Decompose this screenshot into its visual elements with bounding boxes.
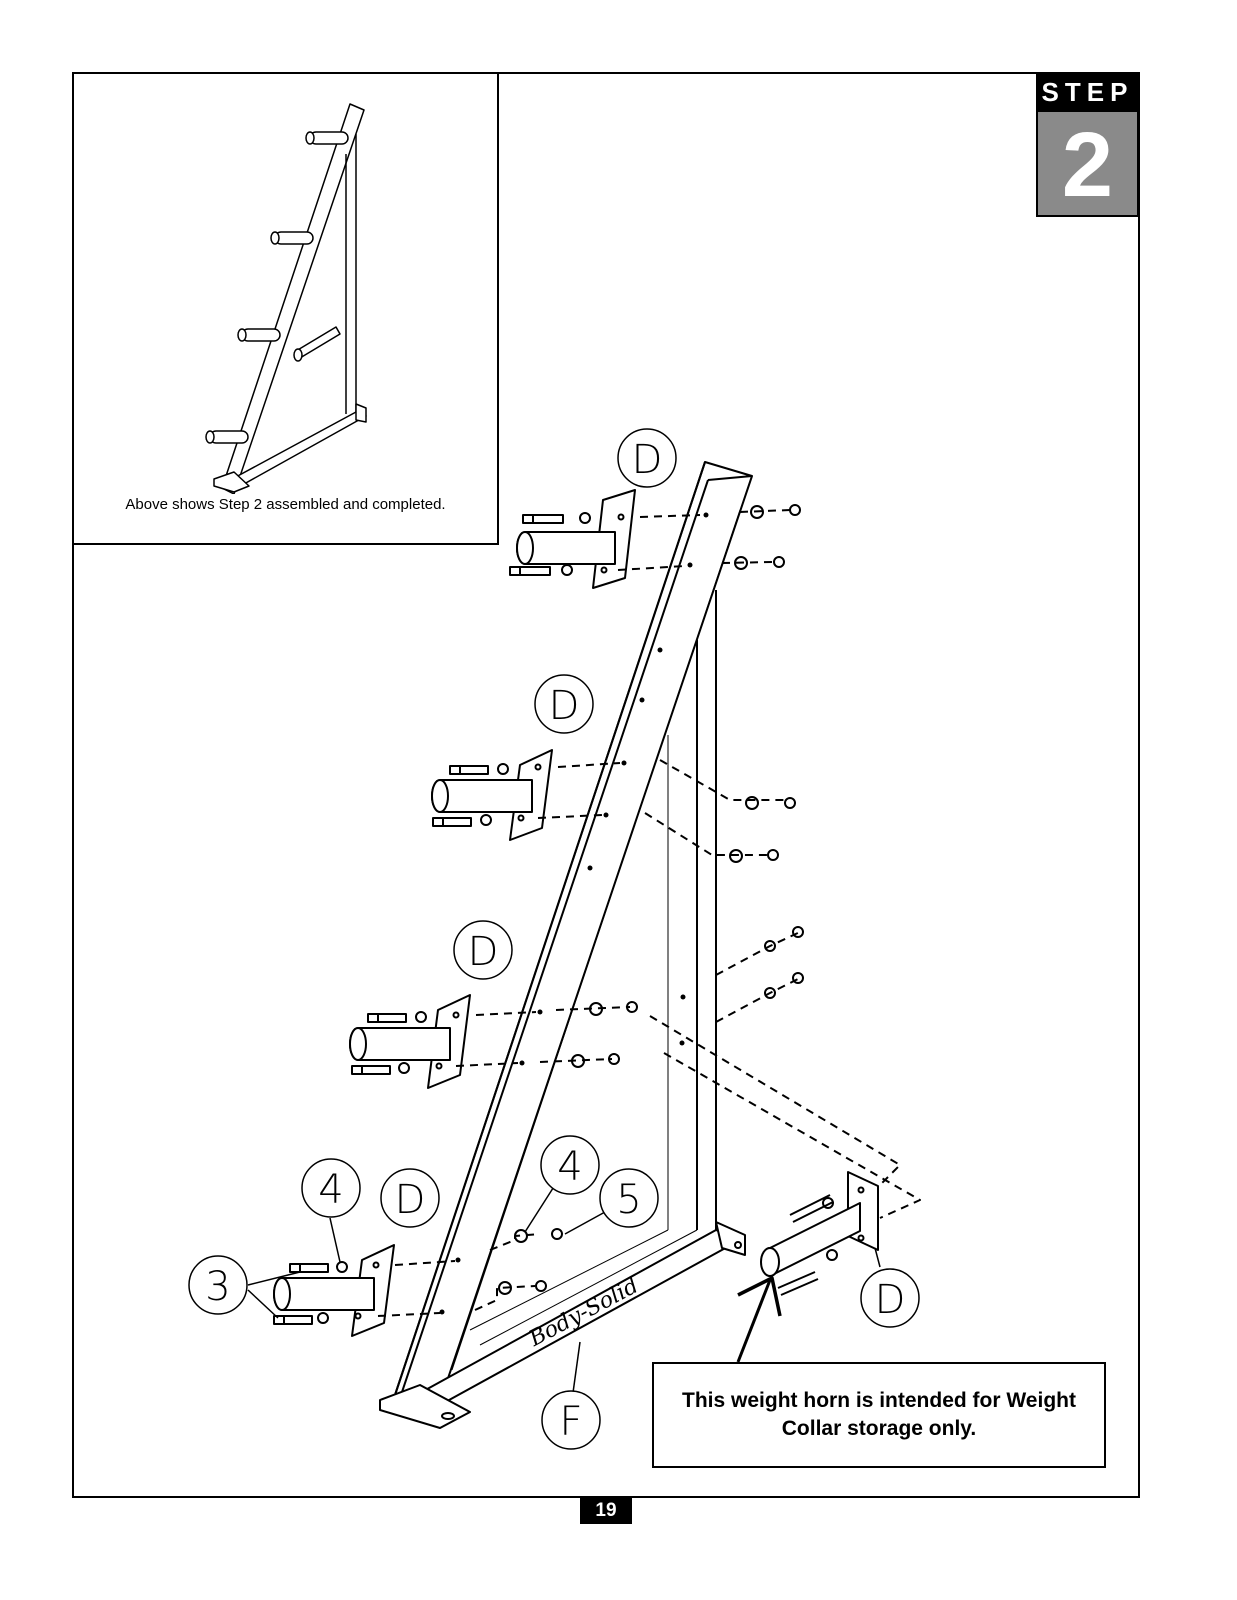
svg-text:Body-Solid: Body-Solid [524, 1273, 642, 1352]
step-number: 2 [1036, 110, 1139, 217]
horn-lower-mid [349, 994, 638, 1089]
leader-lines [247, 1184, 881, 1401]
collar-storage-note: This weight horn is intended for Weight … [652, 1362, 1106, 1468]
callout-frame: F [559, 1399, 582, 1445]
callout-nut: 5 [616, 1177, 641, 1223]
completed-assembly-drawing [205, 103, 367, 494]
page-number: 19 [580, 1497, 632, 1524]
inset-caption: Above shows Step 2 assembled and complet… [125, 496, 446, 513]
rear-frame [469, 590, 717, 1346]
callout-bolt: 3 [205, 1264, 230, 1310]
completed-assembly-inset: Above shows Step 2 assembled and complet… [72, 72, 499, 545]
step-label: STEP [1036, 74, 1139, 110]
collar-horn [649, 926, 921, 1296]
callout-horn-upper-mid: D [549, 683, 580, 729]
horn-bottom [273, 1228, 563, 1337]
callout-horn-top: D [632, 437, 663, 483]
note-arrow [736, 1276, 782, 1363]
note-text: This weight horn is intended for Weight … [682, 1389, 1076, 1440]
callout-horn-lower-mid: D [468, 929, 499, 975]
callout-horn-bottom: D [395, 1177, 426, 1223]
callout-washer-left: 4 [318, 1167, 343, 1213]
callout-washer-right: 4 [557, 1144, 582, 1190]
step-badge: STEP 2 [1036, 74, 1139, 217]
horn-upper-mid [431, 749, 796, 863]
post-holes [439, 512, 709, 1315]
upright-post [394, 461, 753, 1409]
callout-horn-collar: D [875, 1277, 906, 1323]
horn-top [509, 489, 801, 589]
